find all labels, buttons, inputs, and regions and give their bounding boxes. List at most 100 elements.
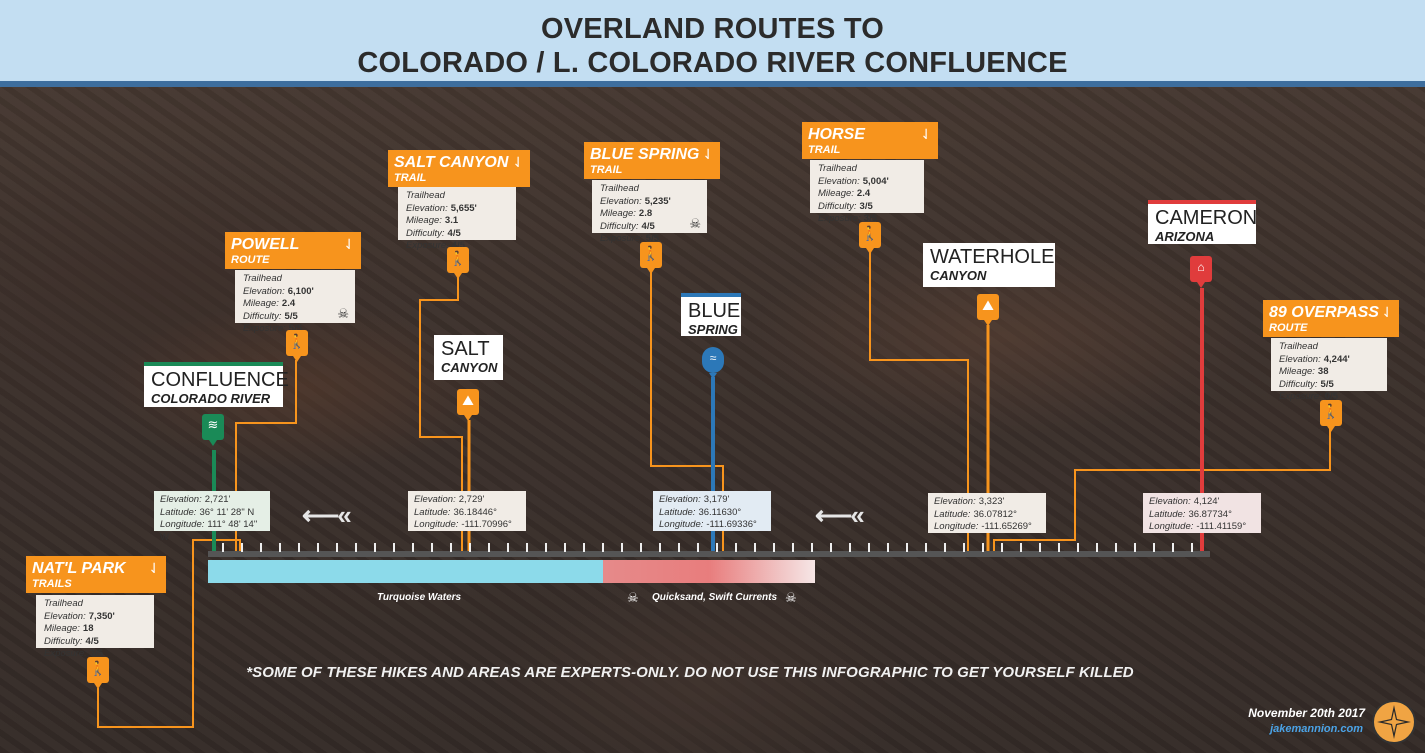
- timeline-tick: [982, 543, 984, 552]
- timeline-tick: [241, 543, 243, 552]
- hiker-icon[interactable]: 🚶: [859, 222, 881, 254]
- timeline-tick: [1134, 543, 1136, 552]
- salt-canyon-trail-details: Trailhead Elevation:5,655' Mileage:3.1 D…: [398, 187, 516, 251]
- timeline-tick: [925, 543, 927, 552]
- trail-type: ROUTE: [231, 254, 270, 266]
- timeline-tick: [374, 543, 376, 552]
- salt-canyon-trail-line: [419, 275, 463, 555]
- direction-arrow-icon: ⇃: [148, 560, 160, 576]
- place-name: CONFLUENCE: [151, 369, 289, 391]
- timeline-tick: [602, 543, 604, 552]
- canyon-icon[interactable]: ⛰: [457, 389, 479, 421]
- footer-date: November 20th 2017: [1248, 706, 1365, 720]
- timeline-tick: [583, 543, 585, 552]
- timeline-tick: [1058, 543, 1060, 552]
- timeline-tick: [393, 543, 395, 552]
- trail-name: BLUE SPRING: [590, 146, 700, 163]
- timeline-tick: [792, 543, 794, 552]
- timeline-tick: [260, 543, 262, 552]
- timeline-tick: [1001, 543, 1003, 552]
- trail-name: NAT'L PARK: [32, 560, 126, 577]
- timeline-tick: [355, 543, 357, 552]
- footer-site-link[interactable]: jakemannion.com: [1270, 723, 1363, 735]
- timeline-tick: [1191, 543, 1193, 552]
- timeline-tick: [697, 543, 699, 552]
- trail-type: TRAIL: [590, 164, 623, 176]
- timeline-tick: [716, 543, 718, 552]
- turquoise-waters-bar: [208, 560, 603, 583]
- place-subtitle: SPRING: [688, 322, 738, 337]
- hiker-icon[interactable]: 🚶: [1320, 400, 1342, 432]
- canyon-icon[interactable]: ⛰: [977, 294, 999, 326]
- place-name: SALT: [441, 338, 490, 360]
- place-name: BLUE: [688, 300, 741, 322]
- town-icon[interactable]: ⌂: [1190, 256, 1212, 288]
- blue-spring-trail-card: BLUE SPRING TRAIL ⇃: [584, 142, 720, 179]
- quicksand-bar: [603, 560, 815, 583]
- timeline-tick: [1153, 543, 1155, 552]
- timeline-tick: [906, 543, 908, 552]
- timeline-tick: [1077, 543, 1079, 552]
- powell-route-line: [235, 360, 297, 555]
- place-subtitle: ARIZONA: [1155, 229, 1215, 244]
- timeline-tick: [754, 543, 756, 552]
- hiker-icon[interactable]: 🚶: [447, 247, 469, 279]
- timeline-tick: [1020, 543, 1022, 552]
- natl-park-route-line: [97, 539, 241, 728]
- waterhole-canyon-card: WATERHOLE CANYON: [923, 243, 1055, 287]
- timeline-tick: [640, 543, 642, 552]
- place-name: CAMERON: [1155, 207, 1258, 229]
- trail-name: HORSE: [808, 126, 865, 143]
- timeline-tick: [222, 543, 224, 552]
- overpass-route-line: [993, 428, 1331, 555]
- timeline-tick: [545, 543, 547, 552]
- place-subtitle: CANYON: [930, 268, 987, 283]
- salt-canyon-card: SALT CANYON: [434, 335, 503, 380]
- natl-park-trails-card: NAT'L PARK TRAILS ⇃: [26, 556, 166, 593]
- timeline-tick: [735, 543, 737, 552]
- trail-type: TRAIL: [808, 144, 841, 156]
- flow-arrow-icon: ⟵«: [815, 500, 865, 530]
- blue-spring-trail-details: Trailhead Elevation:5,235' Mileage:2.8 D…: [592, 180, 707, 244]
- timeline-tick: [963, 543, 965, 552]
- place-name: WATERHOLE: [930, 246, 1055, 268]
- spring-icon[interactable]: ≈: [702, 347, 724, 379]
- timeline-tick: [830, 543, 832, 552]
- timeline-tick: [1115, 543, 1117, 552]
- timeline-tick: [317, 543, 319, 552]
- timeline-tick: [621, 543, 623, 552]
- hiker-icon[interactable]: 🚶: [640, 242, 662, 274]
- horse-trail-details: Trailhead Elevation:5,004' Mileage:2.4 D…: [810, 160, 924, 224]
- timeline-tick: [811, 543, 813, 552]
- overpass-route-details: Trailhead Elevation:4,244' Mileage:38 Di…: [1271, 338, 1387, 402]
- overpass-route-card: 89 OVERPASS ROUTE ⇃: [1263, 300, 1399, 337]
- cameron-coordinates: Elevation:4,124' Latitude:36.87734° Long…: [1143, 493, 1261, 533]
- natl-park-trails-details: Trailhead Elevation:7,350' Mileage:18 Di…: [36, 595, 154, 659]
- timeline-tick: [1172, 543, 1174, 552]
- blue-spring-card: BLUE SPRING: [681, 293, 741, 337]
- timeline-tick: [412, 543, 414, 552]
- river-waves-icon[interactable]: ≋: [202, 414, 224, 446]
- skull-icon: ☠: [337, 305, 349, 321]
- trail-type: ROUTE: [1269, 322, 1308, 334]
- place-subtitle: CANYON: [441, 360, 498, 375]
- safety-warning: *SOME OF THESE HIKES AND AREAS ARE EXPER…: [246, 664, 1134, 681]
- timeline-tick: [773, 543, 775, 552]
- timeline-tick: [944, 543, 946, 552]
- title-banner: OVERLAND ROUTES TO COLORADO / L. COLORAD…: [0, 0, 1425, 87]
- title-line-2: COLORADO / L. COLORADO RIVER CONFLUENCE: [357, 47, 1068, 79]
- timeline-tick: [564, 543, 566, 552]
- timeline-tick: [507, 543, 509, 552]
- place-subtitle: COLORADO RIVER: [151, 391, 271, 406]
- title-line-1: OVERLAND ROUTES TO: [540, 13, 885, 45]
- hiker-icon[interactable]: 🚶: [286, 330, 308, 362]
- timeline-tick: [868, 543, 870, 552]
- direction-arrow-icon: ⇃: [920, 126, 932, 142]
- salt-canyon-trail-card: SALT CANYON TRAIL ⇃: [388, 150, 530, 187]
- waterhole-coordinates: Elevation:3,323' Latitude:36.07812° Long…: [928, 493, 1046, 533]
- timeline-tick: [887, 543, 889, 552]
- timeline-tick: [450, 543, 452, 552]
- hiker-icon[interactable]: 🚶: [87, 657, 109, 689]
- timeline-tick: [488, 543, 490, 552]
